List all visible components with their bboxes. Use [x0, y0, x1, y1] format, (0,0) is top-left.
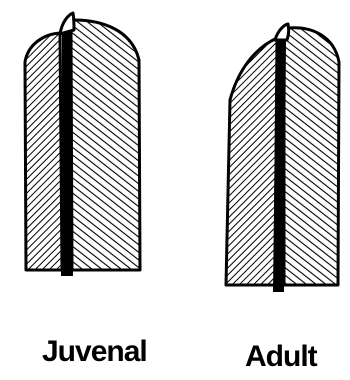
adult-feather	[226, 24, 339, 292]
juvenal-left-vane	[25, 33, 62, 270]
adult-right-vane	[284, 28, 339, 285]
juvenal-feather	[25, 13, 140, 276]
adult-tip-notch	[275, 24, 289, 40]
juvenal-shaft	[61, 32, 73, 276]
juvenal-label: Juvenal	[42, 335, 147, 369]
adult-label: Adult	[245, 340, 317, 374]
adult-left-vane	[226, 38, 277, 285]
juvenal-tip-notch	[60, 13, 74, 34]
juvenal-right-vane	[71, 20, 140, 270]
